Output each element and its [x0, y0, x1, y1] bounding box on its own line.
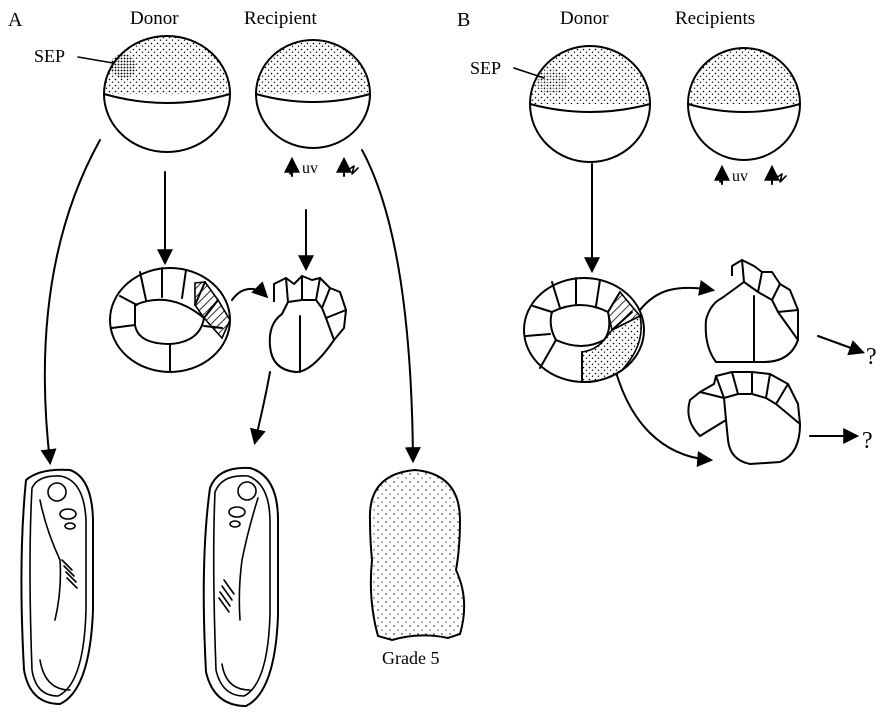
transplant-arrow-b-1 — [640, 288, 712, 310]
grade5-embryo — [370, 470, 464, 640]
donor-egg-b — [530, 46, 650, 162]
panel-a-recipient-label: Recipient — [244, 8, 318, 29]
donor-morula-a — [110, 268, 230, 372]
recipient-morula-b1 — [706, 260, 798, 362]
uv-label-a: uv — [302, 160, 318, 177]
uv-arrows-a — [286, 160, 358, 176]
uv-label-b: uv — [732, 168, 748, 185]
panel-a-letter: A — [8, 9, 23, 31]
donor-morula-b — [524, 278, 644, 382]
recipient-egg-a — [256, 40, 370, 148]
arrow-recipient-to-grade5 — [362, 150, 413, 460]
arrow-recipient-morula-to-larva — [255, 372, 270, 442]
donor-egg-a — [104, 36, 230, 152]
panel-b-donor-label: Donor — [560, 8, 609, 29]
panel-a-donor-label: Donor — [130, 8, 179, 29]
recipient-morula-a — [270, 276, 346, 372]
panel-b-letter: B — [457, 9, 470, 31]
outcome-arrow-1 — [818, 336, 862, 352]
recipient-larva-a — [204, 468, 278, 706]
recipient-morula-b2 — [688, 372, 800, 464]
outcome-question-2: ? — [862, 428, 873, 454]
sep-label-b: SEP — [470, 58, 501, 78]
transplant-arrow-a — [232, 289, 266, 300]
donor-larva-a — [21, 470, 93, 704]
sep-pointer-a — [78, 57, 113, 63]
uv-arrows-b — [716, 168, 786, 184]
panel-b-recipient-label: Recipients — [675, 8, 755, 29]
arrow-donor-to-larva — [45, 140, 100, 462]
sep-label-a: SEP — [34, 46, 65, 66]
recipient-egg-b — [688, 48, 800, 160]
grade-label: Grade 5 — [382, 648, 439, 668]
outcome-question-1: ? — [866, 344, 877, 370]
